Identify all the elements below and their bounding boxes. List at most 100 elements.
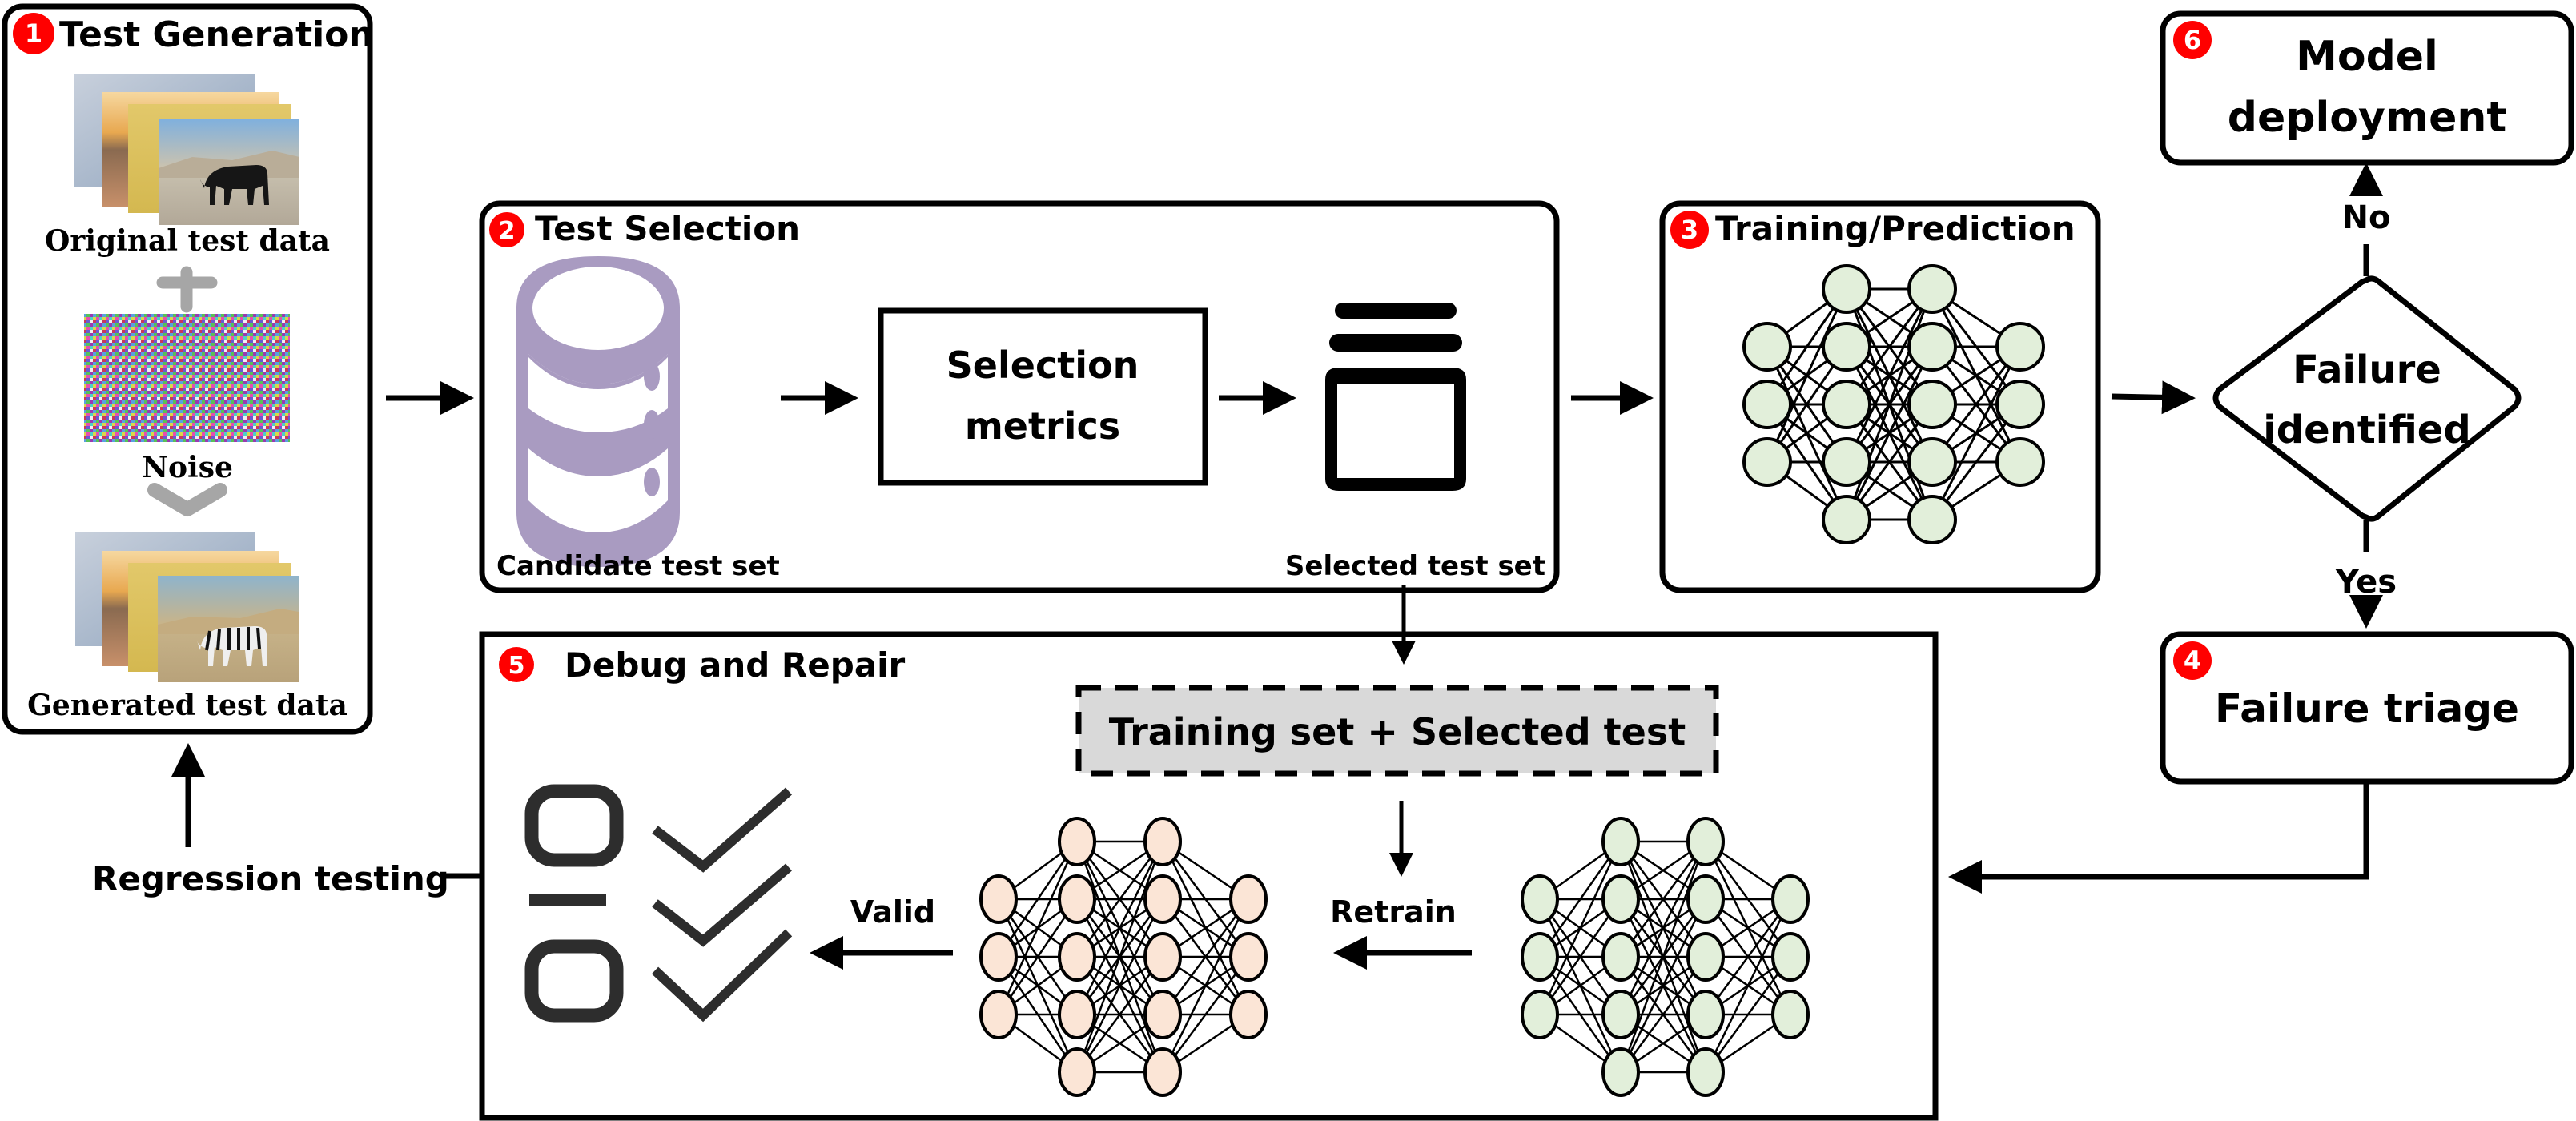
test-generation-panel: 1 Test Generation Original test data Noi… (2, 3, 374, 735)
selection-metrics-box: Selection metrics (878, 307, 1208, 486)
checkbox-icon (524, 939, 624, 1023)
badge-number: 6 (2184, 25, 2201, 55)
model-deployment-panel: 6 Model deployment (2160, 10, 2574, 166)
network-edge (1704, 898, 1792, 1015)
network-node (1601, 990, 1640, 1039)
network-node (1907, 322, 1957, 372)
network-edge (1619, 898, 1707, 1073)
network-edge (1619, 841, 1707, 1073)
network-node (1822, 495, 1871, 544)
network-node (1686, 990, 1725, 1039)
network-node (1058, 817, 1096, 866)
checkbox-icon (524, 784, 624, 867)
badge-4: 4 (2173, 641, 2212, 680)
original-test-images (74, 74, 299, 225)
selection-metrics-line1: Selection (946, 344, 1139, 387)
network-node (1742, 322, 1792, 372)
badge-2: 2 (489, 212, 524, 247)
network-node (1742, 437, 1792, 487)
network-edge (997, 841, 1079, 958)
network-edge (1845, 288, 1934, 463)
network-node (1771, 932, 1810, 982)
model-deployment-box (2160, 10, 2574, 166)
generated-test-images (75, 532, 299, 682)
regression-testing-label: Regression testing (92, 859, 449, 898)
network-edge (1619, 841, 1707, 958)
network-edge (1075, 841, 1164, 1073)
selected-set-icon (1325, 303, 1466, 491)
repaired-model-network-icon (1521, 817, 1810, 1097)
test-selection-title: Test Selection (535, 209, 800, 248)
retrain-label: Retrain (1330, 894, 1457, 930)
network-node (1686, 1047, 1725, 1097)
valid-label: Valid (850, 894, 935, 930)
failure-triage-title: Failure triage (2215, 685, 2519, 732)
network-node (1742, 380, 1792, 429)
badge-number: 4 (2184, 645, 2201, 676)
neural-network-icon (1742, 264, 2045, 544)
decision-diamond (2212, 275, 2522, 522)
network-edge (1766, 288, 1848, 463)
network-edge (1931, 346, 2022, 520)
debug-repair-panel: 5 Debug and Repair Training set + Select… (479, 585, 1939, 1121)
horse-image (159, 119, 299, 225)
network-node (1521, 990, 1559, 1039)
network-node (1058, 874, 1096, 924)
decision-line2: identified (2263, 408, 2470, 452)
badge-number: 3 (1681, 215, 1698, 245)
network-node (1601, 932, 1640, 982)
network-node (1995, 380, 2045, 429)
network-node (1822, 380, 1871, 429)
training-prediction-title: Training/Prediction (1715, 209, 2076, 248)
network-edge (1075, 898, 1164, 1073)
network-node (1771, 990, 1810, 1039)
network-edge (1704, 956, 1792, 1073)
network-node (1686, 874, 1725, 924)
plus-icon (156, 266, 218, 313)
network-node (1229, 932, 1268, 982)
network-edge (1845, 346, 1934, 520)
network-node (1907, 495, 1957, 544)
network-node (1229, 990, 1268, 1039)
noise-label: Noise (142, 451, 233, 484)
network-node (1521, 874, 1559, 924)
network-node (1907, 437, 1957, 487)
network-node (1907, 264, 1957, 314)
network-edge (997, 898, 1079, 1015)
network-node (1058, 990, 1096, 1039)
checkmark-icon (652, 863, 792, 947)
database-icon (516, 256, 680, 567)
network-node (1822, 322, 1871, 372)
decision-line1: Failure (2293, 348, 2441, 392)
network-node (1143, 1047, 1182, 1097)
network-node (979, 932, 1018, 982)
network-node (1771, 874, 1810, 924)
network-node (1229, 874, 1268, 924)
network-edge (1619, 841, 1707, 1015)
yes-label: Yes (2335, 564, 2397, 601)
network-node (1143, 874, 1182, 924)
network-node (1601, 1047, 1640, 1097)
network-edge (1619, 956, 1707, 1073)
network-node (979, 874, 1018, 924)
merged-dataset-label: Training set + Selected test (1109, 710, 1686, 753)
badge-number: 1 (25, 18, 42, 49)
network-node (1601, 874, 1640, 924)
checklist-icon (524, 784, 793, 1023)
checkmark-icon (651, 929, 793, 1023)
network-edge (1538, 898, 1622, 1015)
generated-test-data-label: Generated test data (27, 689, 348, 722)
model-deployment-line1: Model (2296, 33, 2438, 81)
network-edge (1075, 956, 1164, 1073)
test-selection-panel: 2 Test Selection Candidate test set Sele… (479, 200, 1560, 593)
network-edge (1161, 956, 1250, 1073)
checkmark-icon (652, 787, 792, 873)
arrow-triage-to-debug (1948, 781, 2369, 894)
dash-icon (529, 894, 606, 906)
network-node (1058, 932, 1096, 982)
failure-triage-panel: 4 Failure triage (2160, 631, 2574, 785)
network-edge (997, 841, 1079, 1015)
training-prediction-panel: 3 Training/Prediction (1659, 200, 2101, 593)
badge-circle (13, 13, 54, 54)
